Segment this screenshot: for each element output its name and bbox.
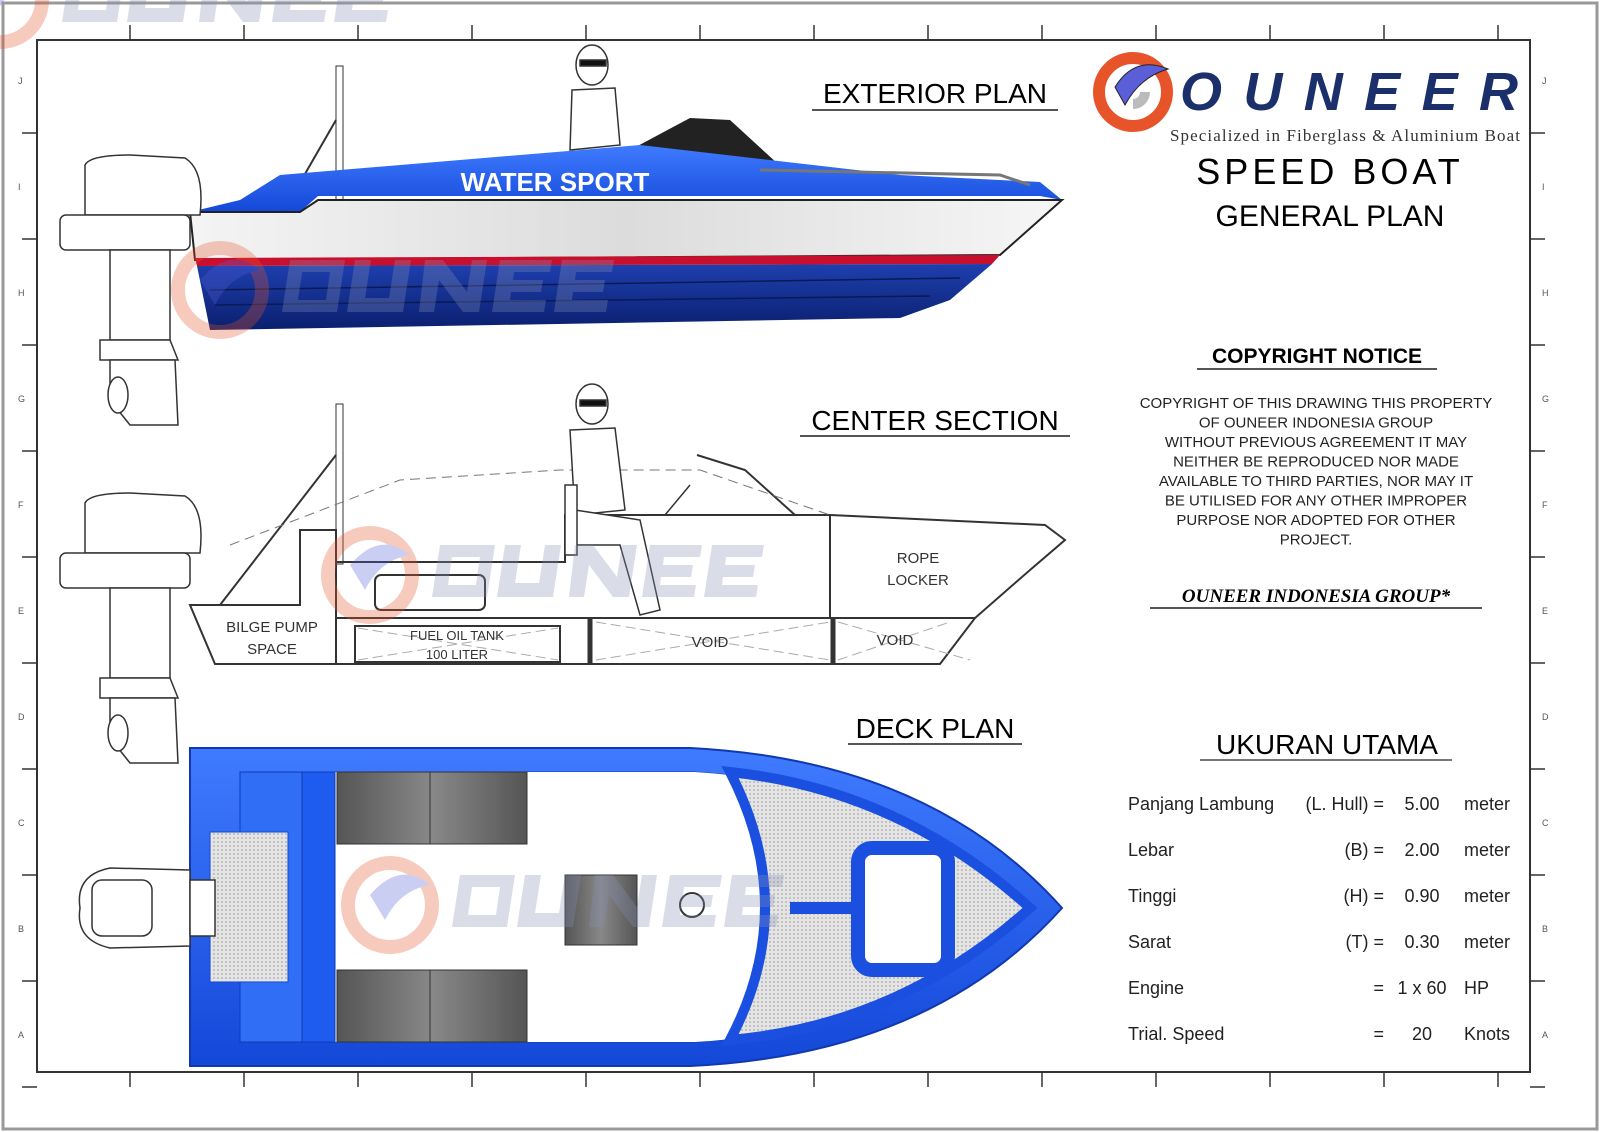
- spec-row: Sarat (T) = 0.30 meter: [1128, 932, 1510, 952]
- spec-label: Trial. Speed: [1128, 1024, 1224, 1044]
- spec-unit: Knots: [1464, 1024, 1510, 1044]
- copyright-line: COPYRIGHT OF THIS DRAWING THIS PROPERTY: [1140, 395, 1493, 412]
- copyright-notice: COPYRIGHT NOTICE COPYRIGHT OF THIS DRAWI…: [1140, 345, 1493, 609]
- spec-label: Lebar: [1128, 840, 1174, 860]
- margin-letter-right: D: [1542, 712, 1549, 722]
- spec-label: Tinggi: [1128, 886, 1176, 906]
- main-dimensions-table: UKURAN UTAMA Panjang Lambung (L. Hull) = 5…: [1128, 729, 1510, 1044]
- spec-value: 5.00: [1404, 794, 1439, 814]
- driver-figure: [569, 44, 621, 151]
- outboard-motor-icon: [59, 492, 202, 764]
- fuel-tank-capacity: 100 LITER: [426, 647, 488, 662]
- center-section-view: CENTER SECTION BILGE PUMP SPACE: [188, 383, 1070, 665]
- margin-letter-right: G: [1542, 394, 1549, 404]
- hull-graphic-text: WATER SPORT: [461, 167, 650, 197]
- spec-value: 0.90: [1404, 886, 1439, 906]
- margin-letter-right: I: [1542, 182, 1545, 192]
- margin-letter-right: E: [1542, 606, 1548, 616]
- void-label-2: VOID: [877, 632, 914, 649]
- copyright-line: NEITHER BE REPRODUCED NOR MADE: [1173, 454, 1459, 471]
- spec-value: 2.00: [1404, 840, 1439, 860]
- spec-unit: meter: [1464, 794, 1510, 814]
- rope-locker-label: ROPE: [897, 550, 940, 567]
- spec-value: 1 x 60: [1397, 978, 1446, 998]
- copyright-heading: COPYRIGHT NOTICE: [1212, 345, 1422, 368]
- margin-letter-right: B: [1542, 924, 1548, 934]
- margin-letter-right: A: [1542, 1030, 1548, 1040]
- margin-letter-right: H: [1542, 288, 1549, 298]
- spec-symbol: (L. Hull) =: [1305, 794, 1384, 814]
- margin-letter-right: C: [1542, 818, 1549, 828]
- outboard-motor-icon: [59, 154, 202, 426]
- margin-letter-right: J: [1542, 76, 1547, 86]
- bilge-pump-label: BILGE PUMP: [226, 619, 318, 636]
- logo-tagline: Specialized in Fiberglass & Aluminium Bo…: [1170, 126, 1520, 145]
- copyright-line: PURPOSE NOR ADOPTED FOR OTHER: [1176, 512, 1455, 529]
- spec-row: Tinggi (H) = 0.90 meter: [1128, 886, 1510, 906]
- copyright-line: BE UTILISED FOR ANY OTHER IMPROPER: [1165, 493, 1467, 510]
- margin-letter-left: B: [18, 924, 24, 934]
- bilge-pump-label-2: SPACE: [247, 641, 297, 658]
- spec-row: Trial. Speed = 20 Knots: [1128, 1024, 1510, 1044]
- copyright-line: OF OUNEER INDONESIA GROUP: [1199, 415, 1433, 432]
- ouneer-logo: OUNEER Specialized in Fiberglass & Alumi…: [1093, 52, 1520, 145]
- margin-letter-left: H: [18, 288, 25, 298]
- margin-letter-left: E: [18, 606, 24, 616]
- spec-symbol: (B) =: [1344, 840, 1384, 860]
- void-label: VOID: [692, 634, 729, 651]
- deck-plan-title: DECK PLAN: [856, 713, 1015, 744]
- margin-letter-left: F: [18, 500, 24, 510]
- spec-row: Lebar (B) = 2.00 meter: [1128, 840, 1510, 860]
- rope-locker-label-2: LOCKER: [887, 572, 949, 589]
- spec-symbol: (H) =: [1344, 886, 1385, 906]
- spec-value: 0.30: [1404, 932, 1439, 952]
- copyright-line: WITHOUT PREVIOUS AGREEMENT IT MAY: [1165, 434, 1467, 451]
- margin-letter-left: D: [18, 712, 25, 722]
- margin-letter-left: G: [18, 394, 25, 404]
- specs-heading: UKURAN UTAMA: [1216, 729, 1438, 760]
- spec-label: Engine: [1128, 978, 1184, 998]
- watermark-logo: [0, 0, 388, 49]
- deck-plan-view: DECK PLAN: [78, 713, 1064, 1067]
- spec-symbol: =: [1373, 978, 1384, 998]
- spec-row: Engine = 1 x 60 HP: [1128, 978, 1489, 998]
- center-section-title: CENTER SECTION: [811, 405, 1058, 436]
- margin-letter-left: C: [18, 818, 25, 828]
- company-name: OUNEER INDONESIA GROUP*: [1182, 586, 1451, 607]
- exterior-plan-title: EXTERIOR PLAN: [823, 78, 1047, 109]
- spec-unit: meter: [1464, 840, 1510, 860]
- spec-symbol: =: [1373, 1024, 1384, 1044]
- margin-letter-left: I: [18, 182, 21, 192]
- seated-driver-figure: [564, 383, 691, 616]
- spec-unit: meter: [1464, 886, 1510, 906]
- spec-unit: meter: [1464, 932, 1510, 952]
- fuel-tank-label: FUEL OIL TANK: [410, 628, 504, 643]
- margin-letter-left: A: [18, 1030, 24, 1040]
- spec-row: Panjang Lambung (L. Hull) = 5.00 meter: [1128, 794, 1510, 814]
- spec-unit: HP: [1464, 978, 1489, 998]
- margin-letter-left: J: [18, 76, 23, 86]
- drawing-subtitle: GENERAL PLAN: [1216, 200, 1445, 233]
- spec-label: Sarat: [1128, 932, 1171, 952]
- copyright-line: AVAILABLE TO THIRD PARTIES, NOR MAY IT: [1159, 473, 1473, 490]
- drawing-title: SPEED BOAT: [1196, 151, 1463, 192]
- logo-wordmark: OUNEER: [1180, 62, 1518, 122]
- margin-letter-right: F: [1542, 500, 1548, 510]
- copyright-line: PROJECT.: [1280, 532, 1353, 549]
- outboard-top-icon: [78, 867, 216, 949]
- spec-label: Panjang Lambung: [1128, 794, 1274, 814]
- seats: [336, 771, 638, 1043]
- spec-value: 20: [1412, 1024, 1432, 1044]
- exterior-plan-view: EXTERIOR PLAN WATER SPORT: [188, 44, 1065, 330]
- spec-symbol: (T) =: [1346, 932, 1385, 952]
